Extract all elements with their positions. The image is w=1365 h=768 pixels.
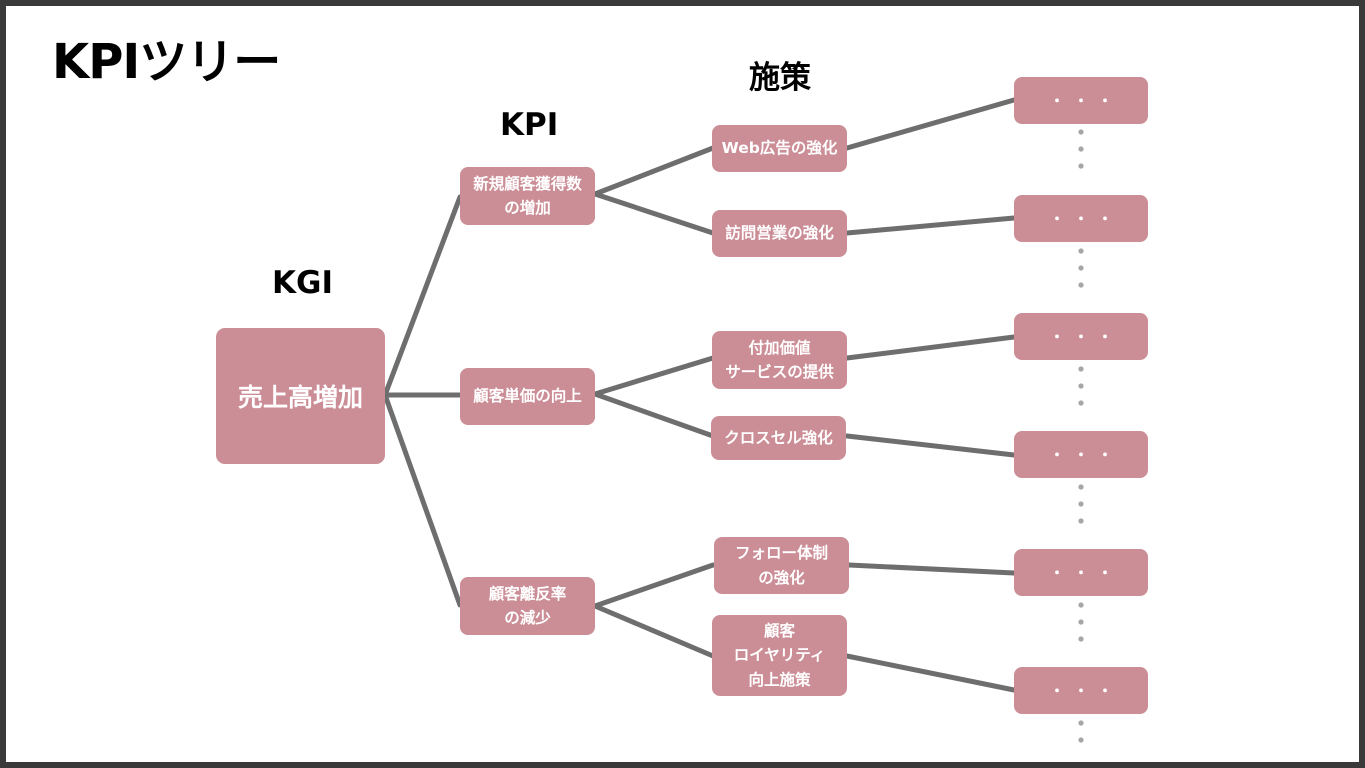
detail-node-6: ・・・: [1014, 667, 1148, 714]
connector-kpi3-m6: [592, 603, 716, 659]
measure-node-2-line1: 訪問営業の強化: [725, 224, 834, 243]
measure-node-4-line1: クロスセル強化: [724, 428, 833, 447]
measure-node-1-line1: Web広告の強化: [721, 139, 838, 158]
detail-node-3-label: ・・・: [1049, 328, 1122, 346]
measures-heading: 施策: [749, 60, 811, 96]
measure-node-3-line2: サービスの提供: [725, 363, 834, 381]
connector-m6-d6: [844, 653, 1017, 693]
connector-kgi-kpi1: [382, 194, 463, 398]
measure-node-1: Web広告の強化: [712, 125, 847, 172]
kpi-heading: KPI: [500, 107, 559, 143]
connector-kpi1-m2: [592, 191, 716, 236]
measure-node-3: 付加価値サービスの提供: [712, 331, 847, 389]
connector-m3-d3: [844, 334, 1017, 361]
kpi-node-1: 新規顧客獲得数の増加: [460, 167, 595, 225]
detail-node-6-label: ・・・: [1049, 682, 1122, 700]
page-title: KPIツリー: [52, 34, 281, 90]
connector-kpi3-m5: [592, 562, 716, 609]
measure-node-2: 訪問営業の強化: [712, 210, 847, 257]
kpi-node-3-line2: の減少: [504, 609, 551, 627]
connector-m4-d4: [844, 433, 1017, 458]
measure-node-6-line3: 向上施策: [748, 670, 811, 689]
kgi-node-label: 売上高増加: [237, 383, 363, 412]
measure-node-5-line2: の強化: [758, 568, 805, 587]
connector-kpi1-m1: [592, 145, 716, 197]
detail-node-1: ・・・: [1014, 77, 1148, 124]
connector-m2-d2: [844, 215, 1017, 236]
connector-kpi2-m4: [592, 391, 716, 439]
detail-node-4: ・・・: [1014, 431, 1148, 478]
measure-node-6-line1: 顧客: [763, 622, 795, 641]
connector-kpi2-m3: [592, 355, 716, 397]
measure-node-6: 顧客ロイヤリティ向上施策: [712, 615, 847, 696]
detail-node-5-label: ・・・: [1049, 564, 1122, 582]
detail-node-1-label: ・・・: [1049, 92, 1122, 110]
detail-node-2-label: ・・・: [1049, 210, 1122, 228]
detail-node-3: ・・・: [1014, 313, 1148, 360]
kpi-node-1-line2: の増加: [504, 199, 551, 217]
measure-node-3-line1: 付加価値: [748, 338, 811, 357]
connector-m5-d5: [846, 562, 1017, 576]
kpi-node-1-line1: 新規顧客獲得数: [473, 174, 582, 193]
measure-node-6-line2: ロイヤリティ: [733, 646, 826, 665]
measure-node-5: フォロー体制の強化: [714, 537, 849, 594]
kpi-node-3-line1: 顧客離反率: [488, 584, 567, 603]
detail-node-4-label: ・・・: [1049, 446, 1122, 464]
vertical-ellipsis-group: [1078, 129, 1084, 743]
connector-m1-d1: [844, 97, 1017, 151]
connector-kgi-kpi3: [382, 392, 463, 608]
detail-node-5: ・・・: [1014, 549, 1148, 596]
detail-node-2: ・・・: [1014, 195, 1148, 242]
kpi-node-3: 顧客離反率の減少: [460, 577, 595, 635]
kgi-node: 売上高増加: [216, 328, 385, 464]
kgi-heading: KGI: [272, 265, 334, 301]
kpi-node-2-line1: 顧客単価の向上: [473, 387, 582, 406]
measure-node-5-line1: フォロー体制: [734, 544, 828, 563]
measure-node-4: クロスセル強化: [711, 416, 846, 460]
kpi-node-2: 顧客単価の向上: [460, 368, 595, 425]
